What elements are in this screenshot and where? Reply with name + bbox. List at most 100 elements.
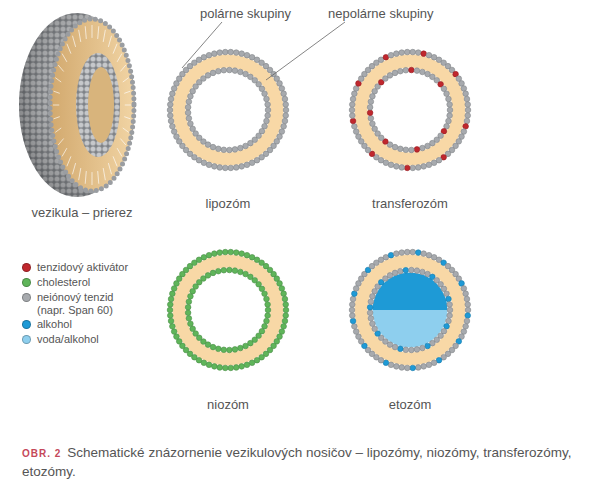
polar-head: [265, 313, 271, 319]
polar-head: [383, 54, 389, 60]
polar-head: [217, 165, 223, 171]
polar-head: [420, 69, 426, 75]
nonpolar-band: [173, 55, 284, 166]
polar-head: [279, 86, 285, 92]
polar-head: [370, 94, 376, 100]
vesicle-node: transferozóm: [345, 45, 475, 214]
polar-head: [431, 360, 437, 366]
polar-head: [206, 362, 212, 368]
polar-head: [265, 107, 271, 113]
polar-head: [399, 50, 405, 56]
polar-head: [283, 113, 289, 119]
lipid-tail: [123, 128, 129, 132]
vesicle-drawing: [163, 245, 293, 375]
polar-head: [368, 99, 374, 105]
polar-head: [244, 52, 250, 58]
lipid-tail: [108, 36, 111, 47]
legend-row: tenzidový aktivátor: [22, 261, 128, 274]
lipid-tail: [79, 30, 81, 42]
polar-head: [238, 269, 244, 275]
polar-head: [228, 249, 234, 255]
lipid-tail: [67, 156, 71, 166]
legend-row: cholesterol: [22, 276, 90, 289]
polar-head: [227, 67, 233, 73]
polar-head: [398, 268, 404, 274]
lipid-tail: [123, 78, 129, 82]
polar-head: [370, 121, 376, 127]
polar-head: [239, 251, 245, 257]
polar-head: [446, 96, 452, 102]
polar-head: [212, 51, 218, 57]
polar-head: [464, 318, 470, 324]
polar-head: [446, 318, 452, 324]
polar-head: [185, 304, 191, 310]
vesicle-drawing: [12, 8, 152, 204]
lipid-tail: [108, 163, 111, 174]
polar-head: [465, 307, 471, 313]
polar-head: [465, 302, 471, 308]
polar-head: [414, 268, 420, 274]
polar-head: [239, 364, 245, 370]
polar-head: [216, 346, 222, 352]
polar-head: [264, 296, 270, 302]
lipid-tail: [113, 44, 117, 54]
legend-swatch: [22, 263, 31, 272]
polar-head: [464, 296, 470, 302]
polar-head: [447, 307, 453, 313]
polar-head: [217, 50, 223, 56]
polar-head: [185, 110, 191, 116]
polar-head: [394, 251, 400, 257]
polar-head: [238, 345, 244, 351]
vesicle-label: etozóm: [345, 397, 475, 412]
polar-head: [399, 365, 405, 371]
lipid-tail: [85, 26, 86, 39]
legend-text: cholesterol: [37, 276, 90, 289]
polar-head: [425, 143, 431, 149]
head-group-ring: [185, 267, 271, 353]
polar-head: [281, 291, 287, 297]
polar-head: [283, 313, 289, 319]
polar-head: [404, 49, 410, 55]
lipid-tail: [67, 44, 71, 54]
polar-head: [461, 286, 467, 292]
polar-head: [370, 321, 376, 327]
polar-head: [463, 291, 469, 297]
polar-head: [383, 254, 389, 260]
polar-head: [398, 146, 404, 152]
polar-head: [421, 251, 427, 257]
polar-head: [463, 91, 469, 97]
legend-swatch: [22, 320, 31, 329]
polar-head: [185, 104, 191, 110]
polar-head: [265, 102, 271, 108]
polar-head: [403, 267, 409, 273]
legend-swatch: [22, 278, 31, 287]
polar-head: [426, 362, 432, 368]
polar-head: [210, 70, 216, 76]
polar-head: [350, 118, 356, 124]
caption-text: Schematické znázornenie vezikulových nos…: [22, 445, 572, 479]
polar-head: [228, 165, 234, 171]
vesicle-node: etozóm: [345, 245, 475, 415]
polar-head: [447, 302, 453, 308]
polar-head: [415, 165, 421, 171]
head-group-ring: [349, 249, 471, 370]
polar-head: [227, 347, 233, 353]
polar-head: [186, 99, 192, 105]
polar-head: [186, 299, 192, 305]
lipid-tail: [125, 105, 131, 106]
cut-face: [50, 19, 134, 191]
bilayer: [349, 249, 471, 370]
polar-head: [206, 252, 212, 258]
polar-head: [238, 69, 244, 75]
polar-head: [167, 107, 173, 113]
polar-head: [420, 345, 426, 351]
polar-head: [410, 249, 416, 255]
polar-head: [249, 160, 255, 166]
polar-head: [349, 113, 355, 119]
polar-head: [350, 296, 356, 302]
polar-head: [186, 316, 192, 322]
polar-head: [221, 147, 227, 153]
polar-head: [421, 364, 427, 370]
polar-head: [168, 118, 174, 124]
polar-head: [367, 310, 373, 316]
